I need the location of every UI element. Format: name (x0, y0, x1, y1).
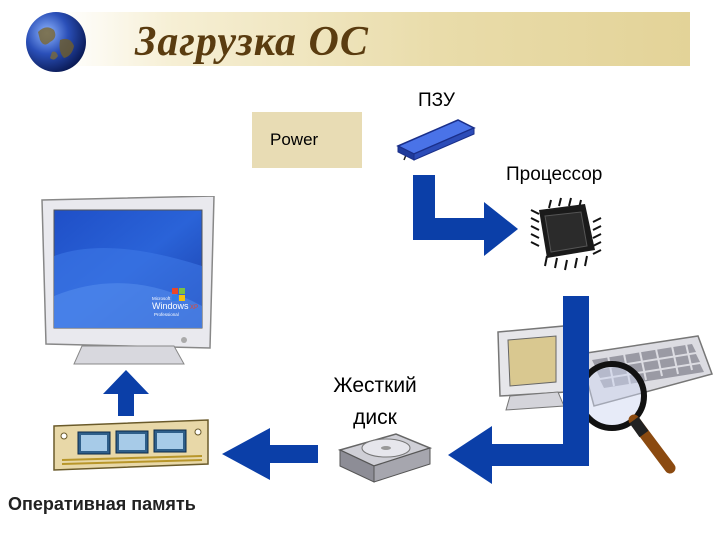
rom-chip-icon (396, 119, 476, 161)
title-banner (60, 12, 690, 66)
power-box (252, 112, 362, 168)
slide-title: Загрузка ОС (135, 19, 369, 65)
hard-disk-icon (337, 433, 433, 483)
cpu-chip-icon (530, 197, 602, 271)
screen-brand-small: Microsoft (152, 296, 171, 301)
screen-sub: Professional (154, 312, 179, 317)
arrow-rom-to-cpu (413, 175, 518, 256)
rom-label: ПЗУ (418, 90, 455, 111)
ram-module-icon (53, 419, 209, 471)
windows-flag-icon (172, 288, 185, 301)
arrow-ram-to-monitor (103, 370, 149, 416)
hdd-label-line2: диск (353, 406, 397, 429)
hdd-label: Жесткий диск (320, 370, 430, 434)
globe-icon (26, 12, 86, 72)
cpu-label: Процессор (506, 164, 603, 185)
ram-label: Оперативная память (8, 494, 196, 514)
hdd-label-line1: Жесткий (333, 374, 417, 397)
small-monitor-icon (497, 325, 567, 411)
screen-edition: XP (190, 305, 198, 311)
arrow-test-to-hdd (448, 296, 589, 484)
power-label: Power (270, 130, 319, 149)
arrow-hdd-to-ram (222, 428, 318, 480)
screen-brand: Windows (152, 301, 189, 311)
monitor-icon: Microsoft Windows XP Professional (41, 196, 215, 365)
